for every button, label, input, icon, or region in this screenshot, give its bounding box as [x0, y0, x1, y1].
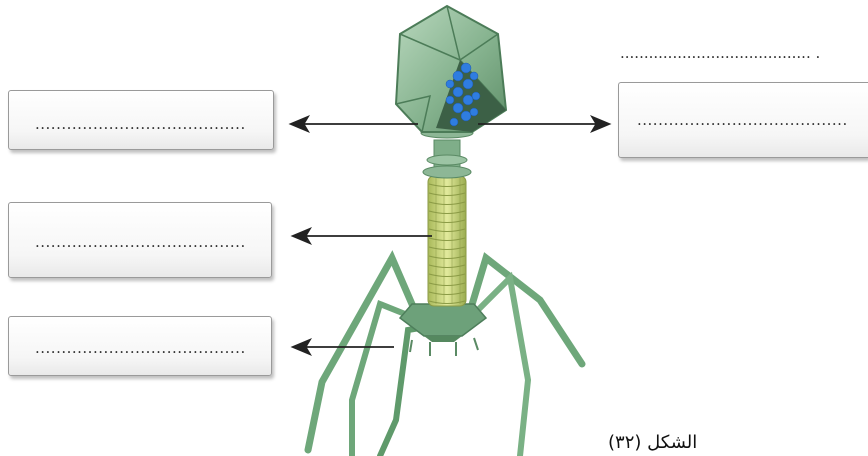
label-box-dna[interactable]: ........................................: [618, 82, 868, 158]
label-box-tail-sheath[interactable]: ........................................: [8, 202, 272, 278]
label-blank-tail-sheath: ........................................: [35, 233, 246, 251]
label-blank-dna: ........................................: [637, 111, 848, 129]
capsid-head: [396, 6, 506, 132]
label-box-tail-fibers[interactable]: ........................................: [8, 316, 272, 376]
label-blank-tail-fibers: ........................................: [35, 339, 246, 357]
figure-caption: الشكل (٣٢): [608, 432, 697, 453]
label-blank-head: ........................................: [35, 115, 246, 133]
tail-sheath: [428, 176, 466, 306]
neck-collar: [421, 128, 473, 178]
label-box-head[interactable]: ........................................: [8, 90, 274, 150]
top-dotted-line: ........................................…: [620, 44, 820, 62]
